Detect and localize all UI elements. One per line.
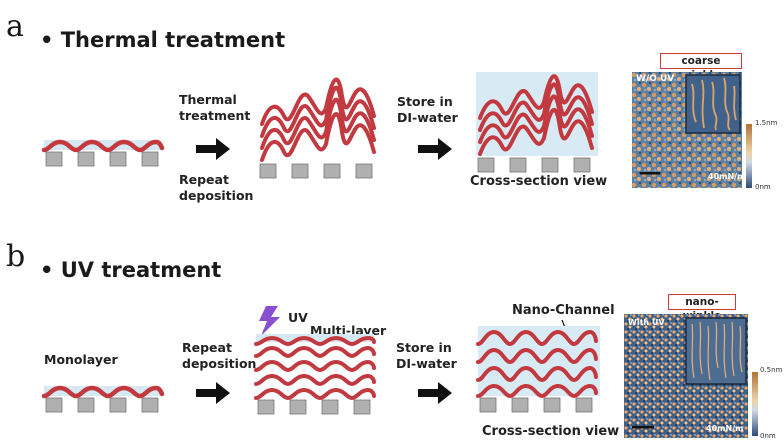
a-afm-overlay: W/O UV	[636, 74, 675, 84]
panel-a-heading: • Thermal treatment	[40, 28, 286, 52]
b-monolayer-diagram	[41, 385, 165, 413]
a-colorbar-top: 1.5nm	[755, 119, 778, 127]
a-monolayer-diagram	[41, 139, 165, 167]
b-afm-label-box: nano-winkle	[668, 294, 736, 322]
b-stacked-layers	[254, 335, 376, 401]
a-cross-section-diagram	[476, 72, 598, 173]
a-arrow-1	[196, 138, 230, 160]
b-nano-channel-label: Nano-Channel	[512, 303, 615, 318]
b-afm-image	[624, 314, 748, 438]
a-arrow-2	[418, 138, 452, 160]
uv-lightning-icon	[259, 306, 280, 336]
b-monolayer-label: Monolayer	[44, 352, 118, 367]
b-arrow-2	[418, 382, 452, 404]
b-colorbar-top: 0.5nm	[760, 366, 783, 374]
b-uv-label: UV	[288, 310, 308, 325]
panel-b-letter: b	[6, 239, 26, 274]
a-afm-label-box: coarse winkle	[660, 53, 742, 81]
b-cross-section-diagram	[476, 326, 600, 413]
b-cross-section-caption: Cross-section view	[482, 424, 620, 439]
a-substrate-blocks	[259, 163, 373, 179]
bullet: •	[40, 28, 61, 52]
b-afm-scale-label: 40mN/m	[706, 424, 744, 433]
b-afm-inset-wrinkles	[691, 321, 743, 381]
a-multilayer-diagram	[259, 77, 376, 179]
a-afm-inset-wrinkles	[691, 77, 737, 131]
panel-b-heading: • UV treatment	[40, 258, 222, 282]
a-afm-image	[632, 72, 742, 188]
b-arrow-1	[196, 382, 230, 404]
b-afm-overlay: With UV	[628, 318, 665, 327]
b-multilayer-diagram	[254, 334, 376, 415]
a-substrate-blocks	[45, 151, 159, 167]
panel-a-letter: a	[6, 9, 24, 44]
b-colorbar-bottom: 0nm	[760, 432, 776, 440]
bullet: •	[40, 258, 61, 282]
a-substrate-blocks	[477, 157, 591, 173]
a-colorbar	[746, 124, 752, 188]
a-winkled-layers	[260, 77, 376, 162]
a-monolayer-chain	[41, 139, 165, 153]
a-cross-section-caption: Cross-section view	[470, 174, 608, 189]
a-colorbar-bottom: 0nm	[755, 183, 771, 191]
b-channel-layers	[476, 329, 598, 399]
a-swollen-layers	[478, 74, 594, 156]
b-colorbar	[752, 372, 758, 436]
a-afm-scale-label: 40mN/m	[708, 172, 746, 181]
